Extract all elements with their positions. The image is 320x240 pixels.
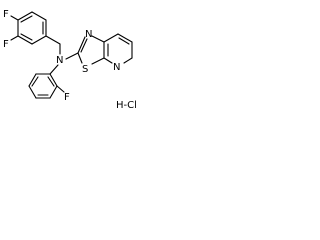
atom-n-amine: N — [56, 55, 63, 66]
bond — [103, 33, 119, 43]
bond — [10, 15, 19, 21]
atom-f-mid: F — [3, 39, 9, 50]
bond — [103, 57, 113, 64]
fluorophenyl-ring — [28, 73, 58, 99]
atom-n-pyridine: N — [113, 62, 120, 73]
bond — [47, 76, 55, 87]
bond — [10, 35, 19, 41]
thiazole-ring — [77, 35, 105, 65]
bond — [49, 73, 58, 87]
bond — [56, 85, 65, 93]
bond — [31, 76, 39, 87]
bond — [80, 38, 88, 53]
bond — [65, 52, 79, 60]
atom-f-top: F — [3, 9, 9, 20]
difluorophenyl-ring — [17, 11, 47, 45]
hcl-label: H-Cl — [116, 100, 137, 111]
bond — [118, 37, 130, 45]
bond — [45, 35, 61, 45]
bond — [77, 36, 86, 54]
bond — [49, 85, 58, 99]
bond — [20, 15, 33, 23]
structure-diagram: F F N N S N F — [3, 9, 137, 111]
bond — [123, 57, 133, 64]
atom-s-ring: S — [82, 64, 88, 75]
bond — [17, 11, 33, 21]
bond — [28, 85, 37, 99]
bond — [31, 11, 47, 21]
bond — [117, 33, 133, 43]
bond — [28, 73, 37, 87]
bond — [91, 57, 105, 65]
bond — [49, 64, 59, 75]
pyridine-ring — [103, 33, 133, 64]
atom-f-bottom: F — [64, 92, 70, 103]
bond — [31, 35, 47, 45]
bond — [17, 35, 33, 45]
bond — [77, 52, 83, 64]
bond — [91, 35, 105, 43]
bond — [20, 33, 33, 41]
atom-n-ring: N — [85, 29, 92, 40]
